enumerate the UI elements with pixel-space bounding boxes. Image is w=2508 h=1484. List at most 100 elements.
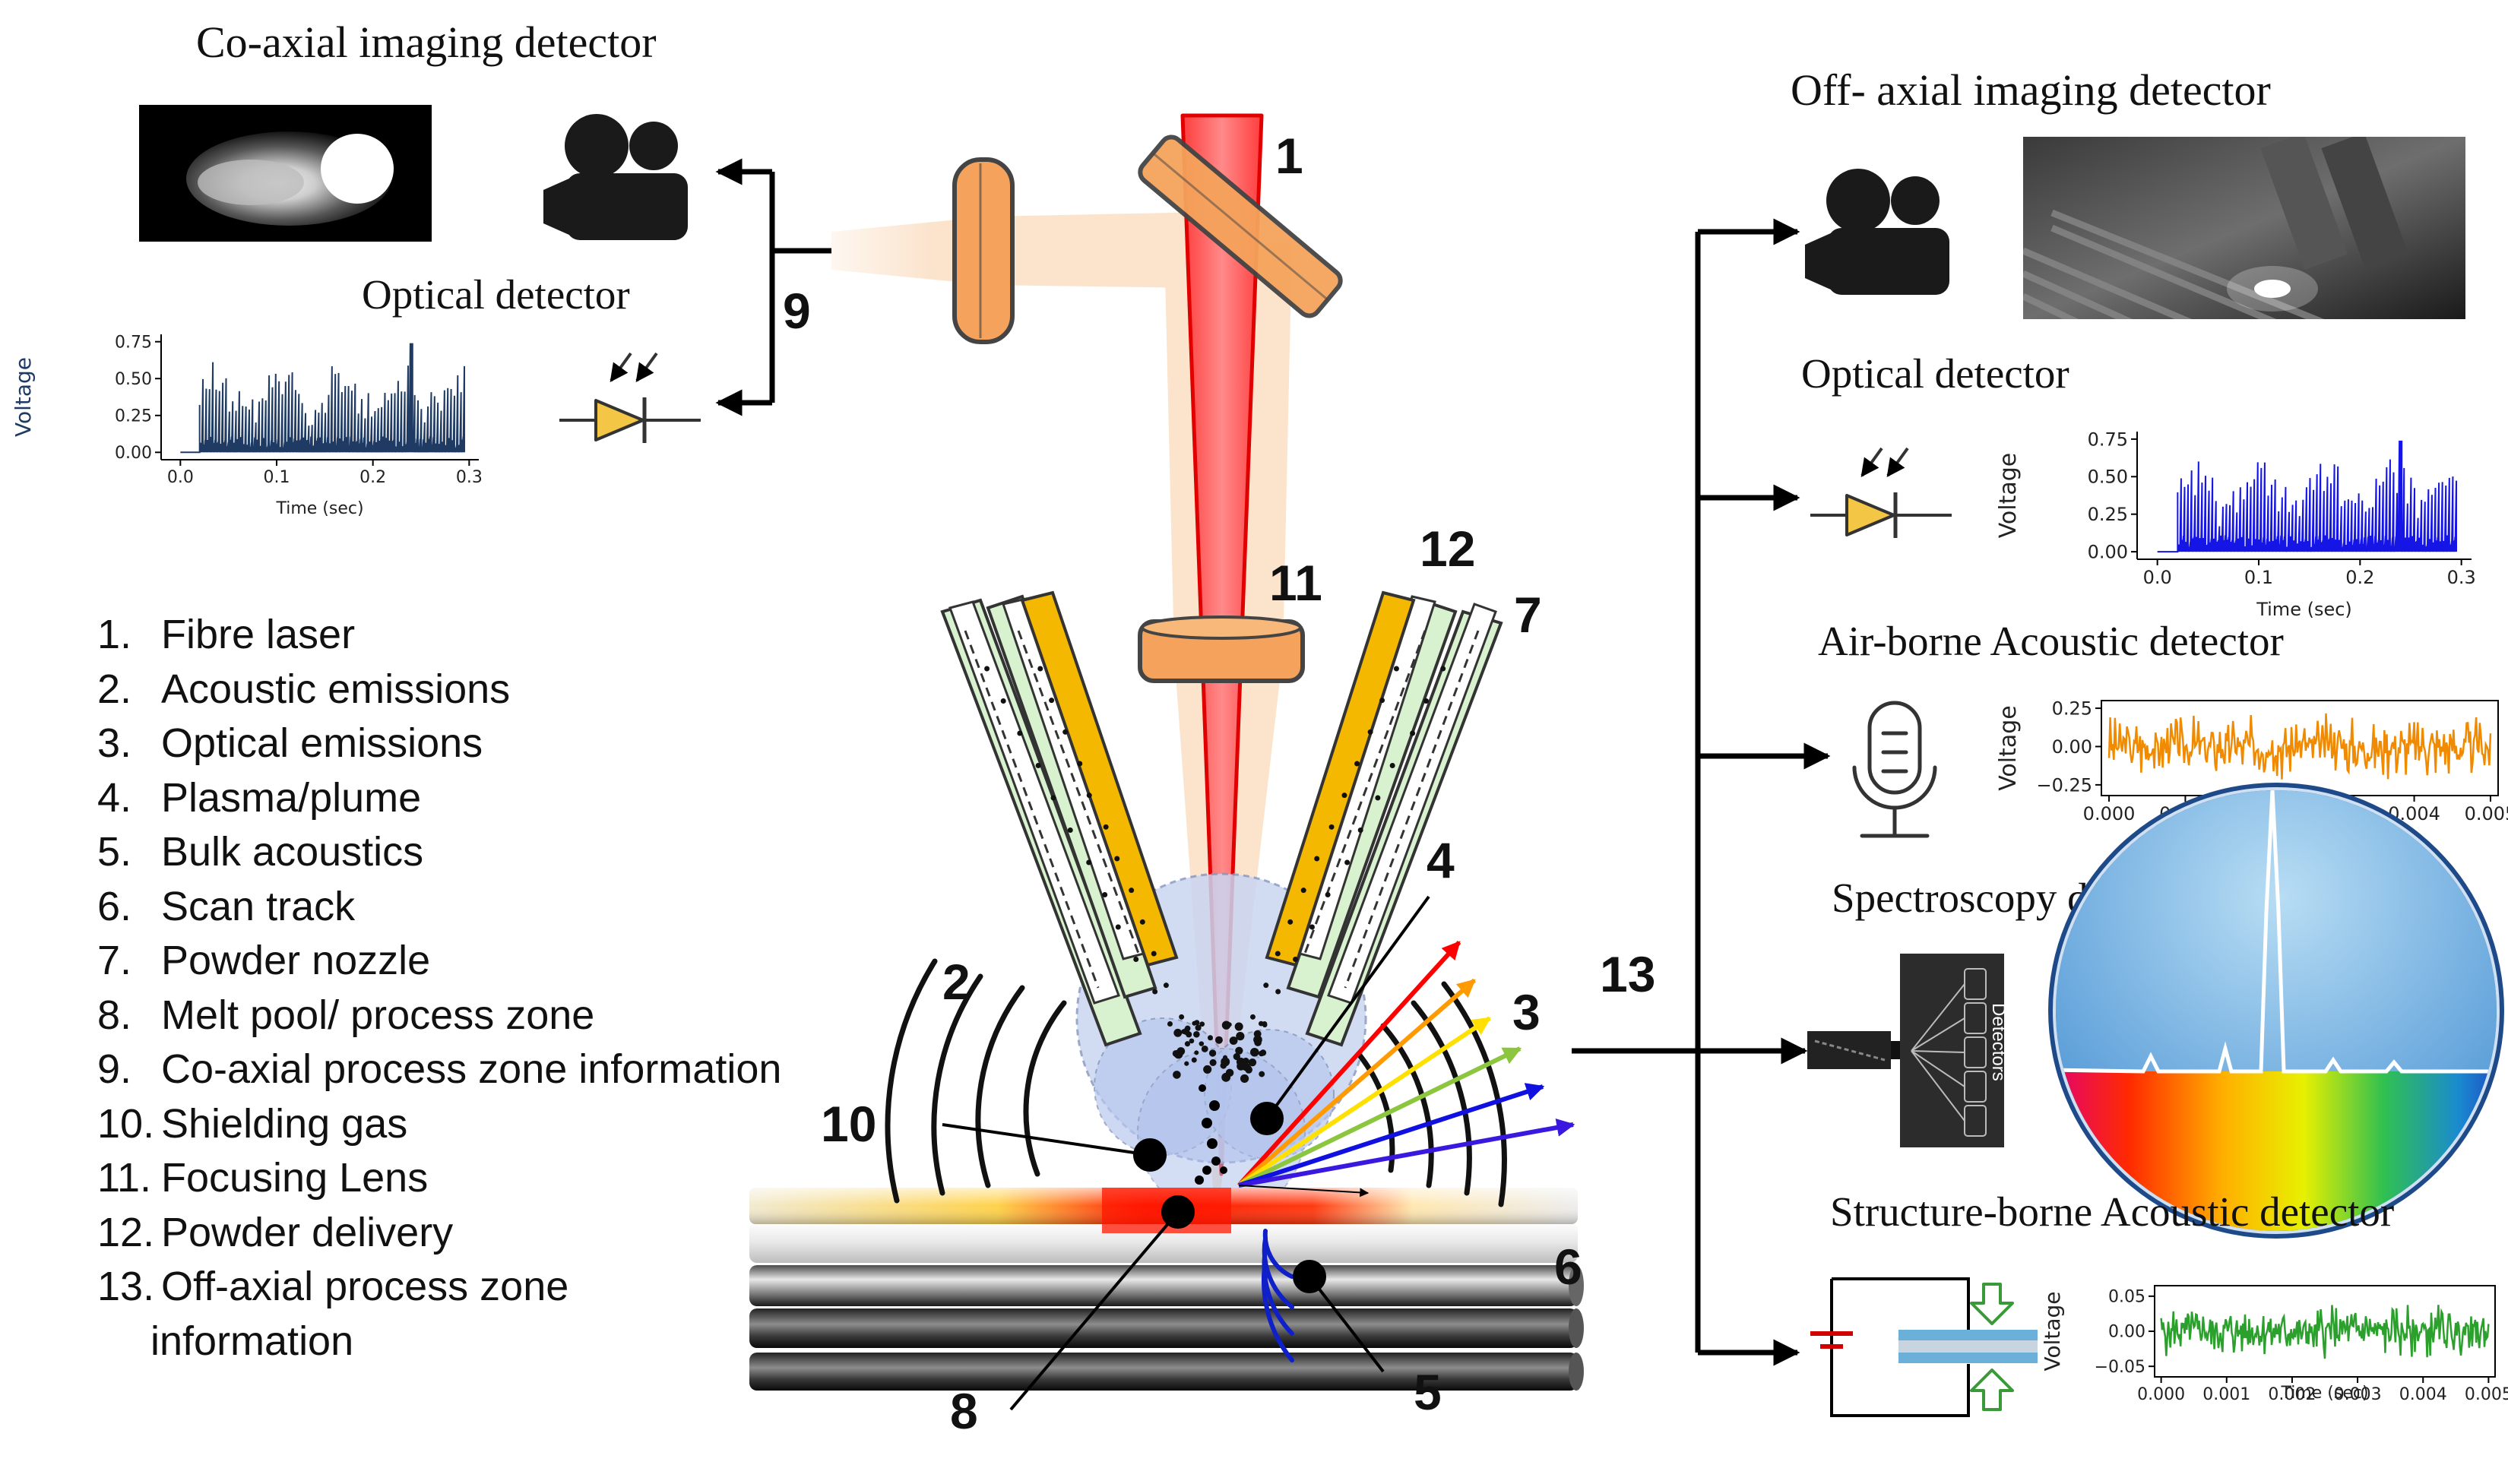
powder-particle [1242,1062,1250,1071]
x-tick-label: 0.3 [456,468,483,487]
powder-particle [1152,989,1158,995]
powder-particle [1173,1071,1181,1079]
powder-particle [1191,1057,1197,1063]
legend-item: 2. Acoustic emissions [97,663,781,717]
powder-particle [1086,859,1092,865]
legend-label: Melt pool/ process zone [161,992,595,1038]
x-tick-label: 0.1 [264,468,290,487]
offaxial-process-photo [2023,137,2465,319]
legend-number: 10. [97,1100,155,1147]
signal-trace [2107,713,2492,780]
powder-particle [1199,1021,1205,1027]
powder-particle [1017,730,1023,736]
signal-trace [2160,1305,2490,1359]
powder-particle [1287,919,1294,925]
powder-particle [1229,1036,1238,1045]
optical-emission-rays [1237,940,1575,1198]
powder-particle [1114,856,1120,862]
powder-particle [1062,729,1069,735]
powder-particle [1225,1068,1234,1077]
y-tick-label: 0.00 [115,444,152,463]
x-tick-label: 0.2 [2345,567,2374,588]
powder-particle [1393,666,1399,672]
powder-particle [1259,1049,1267,1056]
coaxial-photodiode-icon [559,352,701,443]
powder-particle [1176,1047,1186,1055]
legend-item: 3.Optical emissions [97,717,781,771]
y-axis-label: Voltage [2040,1291,2065,1371]
y-tick-label: 0.25 [2088,504,2128,525]
coaxial-bracket [715,158,831,416]
powder-particle [1035,763,1041,768]
powder-particle [1167,1021,1173,1027]
powder-particle [1300,888,1306,894]
powder-particle [1195,1024,1202,1031]
signal-trace [2157,440,2457,553]
powder-particle [1203,1065,1212,1074]
powder-particle [1341,793,1347,799]
legend-item: 9. Co-axial process zone information [97,1043,781,1097]
powder-particle [1214,1036,1223,1044]
powder-particle [1050,795,1056,801]
powder-particle [984,666,990,672]
x-tick-label: 0.0 [167,468,194,487]
y-axis-label: Voltage [1995,705,2022,791]
powder-particle [1263,982,1269,989]
legend-label: Co-axial process zone information [161,1046,782,1092]
x-tick-label: 0.3 [2447,567,2476,588]
powder-particle [1189,1038,1195,1044]
x-axis-label: Time (sec) [275,499,363,518]
focusing-lens [1138,615,1305,683]
powder-particle [1209,1058,1217,1066]
legend-item: 12.Powder delivery [97,1206,781,1261]
legend-label: Acoustic emissions [161,666,511,712]
collimating-lens [952,157,1015,344]
powder-particle [1193,1030,1200,1038]
powder-particle [1049,698,1055,704]
powder-particle [1077,761,1083,767]
y-axis-label: Voltage [1995,453,2022,539]
powder-particle [1367,729,1373,735]
powder-nozzle-right [1265,590,1503,1047]
legend-label: Focusing Lens [161,1155,429,1201]
spectrometer-box: Detectors [1900,954,2009,1147]
legend-number: 2. [97,666,132,712]
legend-number: 3. [97,720,132,766]
callout-1: 1 [1275,128,1303,184]
powder-particle [1389,763,1395,768]
legend-item: 5.Bulk acoustics [97,825,781,880]
powder-particle [1037,666,1043,672]
callout-8: 8 [950,1383,978,1439]
y-tick-label: 0.50 [115,370,152,389]
powder-particles [984,666,1446,1084]
x-tick-label: 0.005 [2465,803,2508,824]
powder-particle [1086,793,1092,799]
airborne-acoustic-title: Air-borne Acoustic detector [1818,618,2284,664]
powder-particle [1328,824,1335,830]
powder-particle [1249,1014,1256,1020]
callout-6: 6 [1554,1239,1582,1295]
powder-particle [1344,859,1351,865]
legend-number: 7. [97,938,132,983]
legend-item: 11.Focusing Lens [97,1151,781,1206]
powder-particle [1423,698,1429,704]
legend-number: 9. [97,1046,132,1092]
powder-particle [1234,1022,1243,1031]
coaxial-optical-title: Optical detector [362,271,630,318]
powder-particle [1102,892,1108,897]
offaxial-bracket [1572,218,1831,1366]
powder-particle [1163,982,1169,989]
coaxial-beam-path [831,211,1246,289]
powder-particle [1133,957,1139,962]
legend-label: Plasma/plume [161,774,422,821]
y-tick-label: 0.25 [115,407,152,426]
legend-item: 6.Scan track [97,880,781,935]
x-tick-label: 0.000 [2083,803,2136,824]
x-tick-label: 0.002 [2268,1385,2316,1404]
powder-particle [1000,698,1006,704]
x-tick-label: 0.2 [359,468,386,487]
powder-particle [1309,924,1315,930]
x-tick-label: 0.001 [2202,1385,2250,1404]
